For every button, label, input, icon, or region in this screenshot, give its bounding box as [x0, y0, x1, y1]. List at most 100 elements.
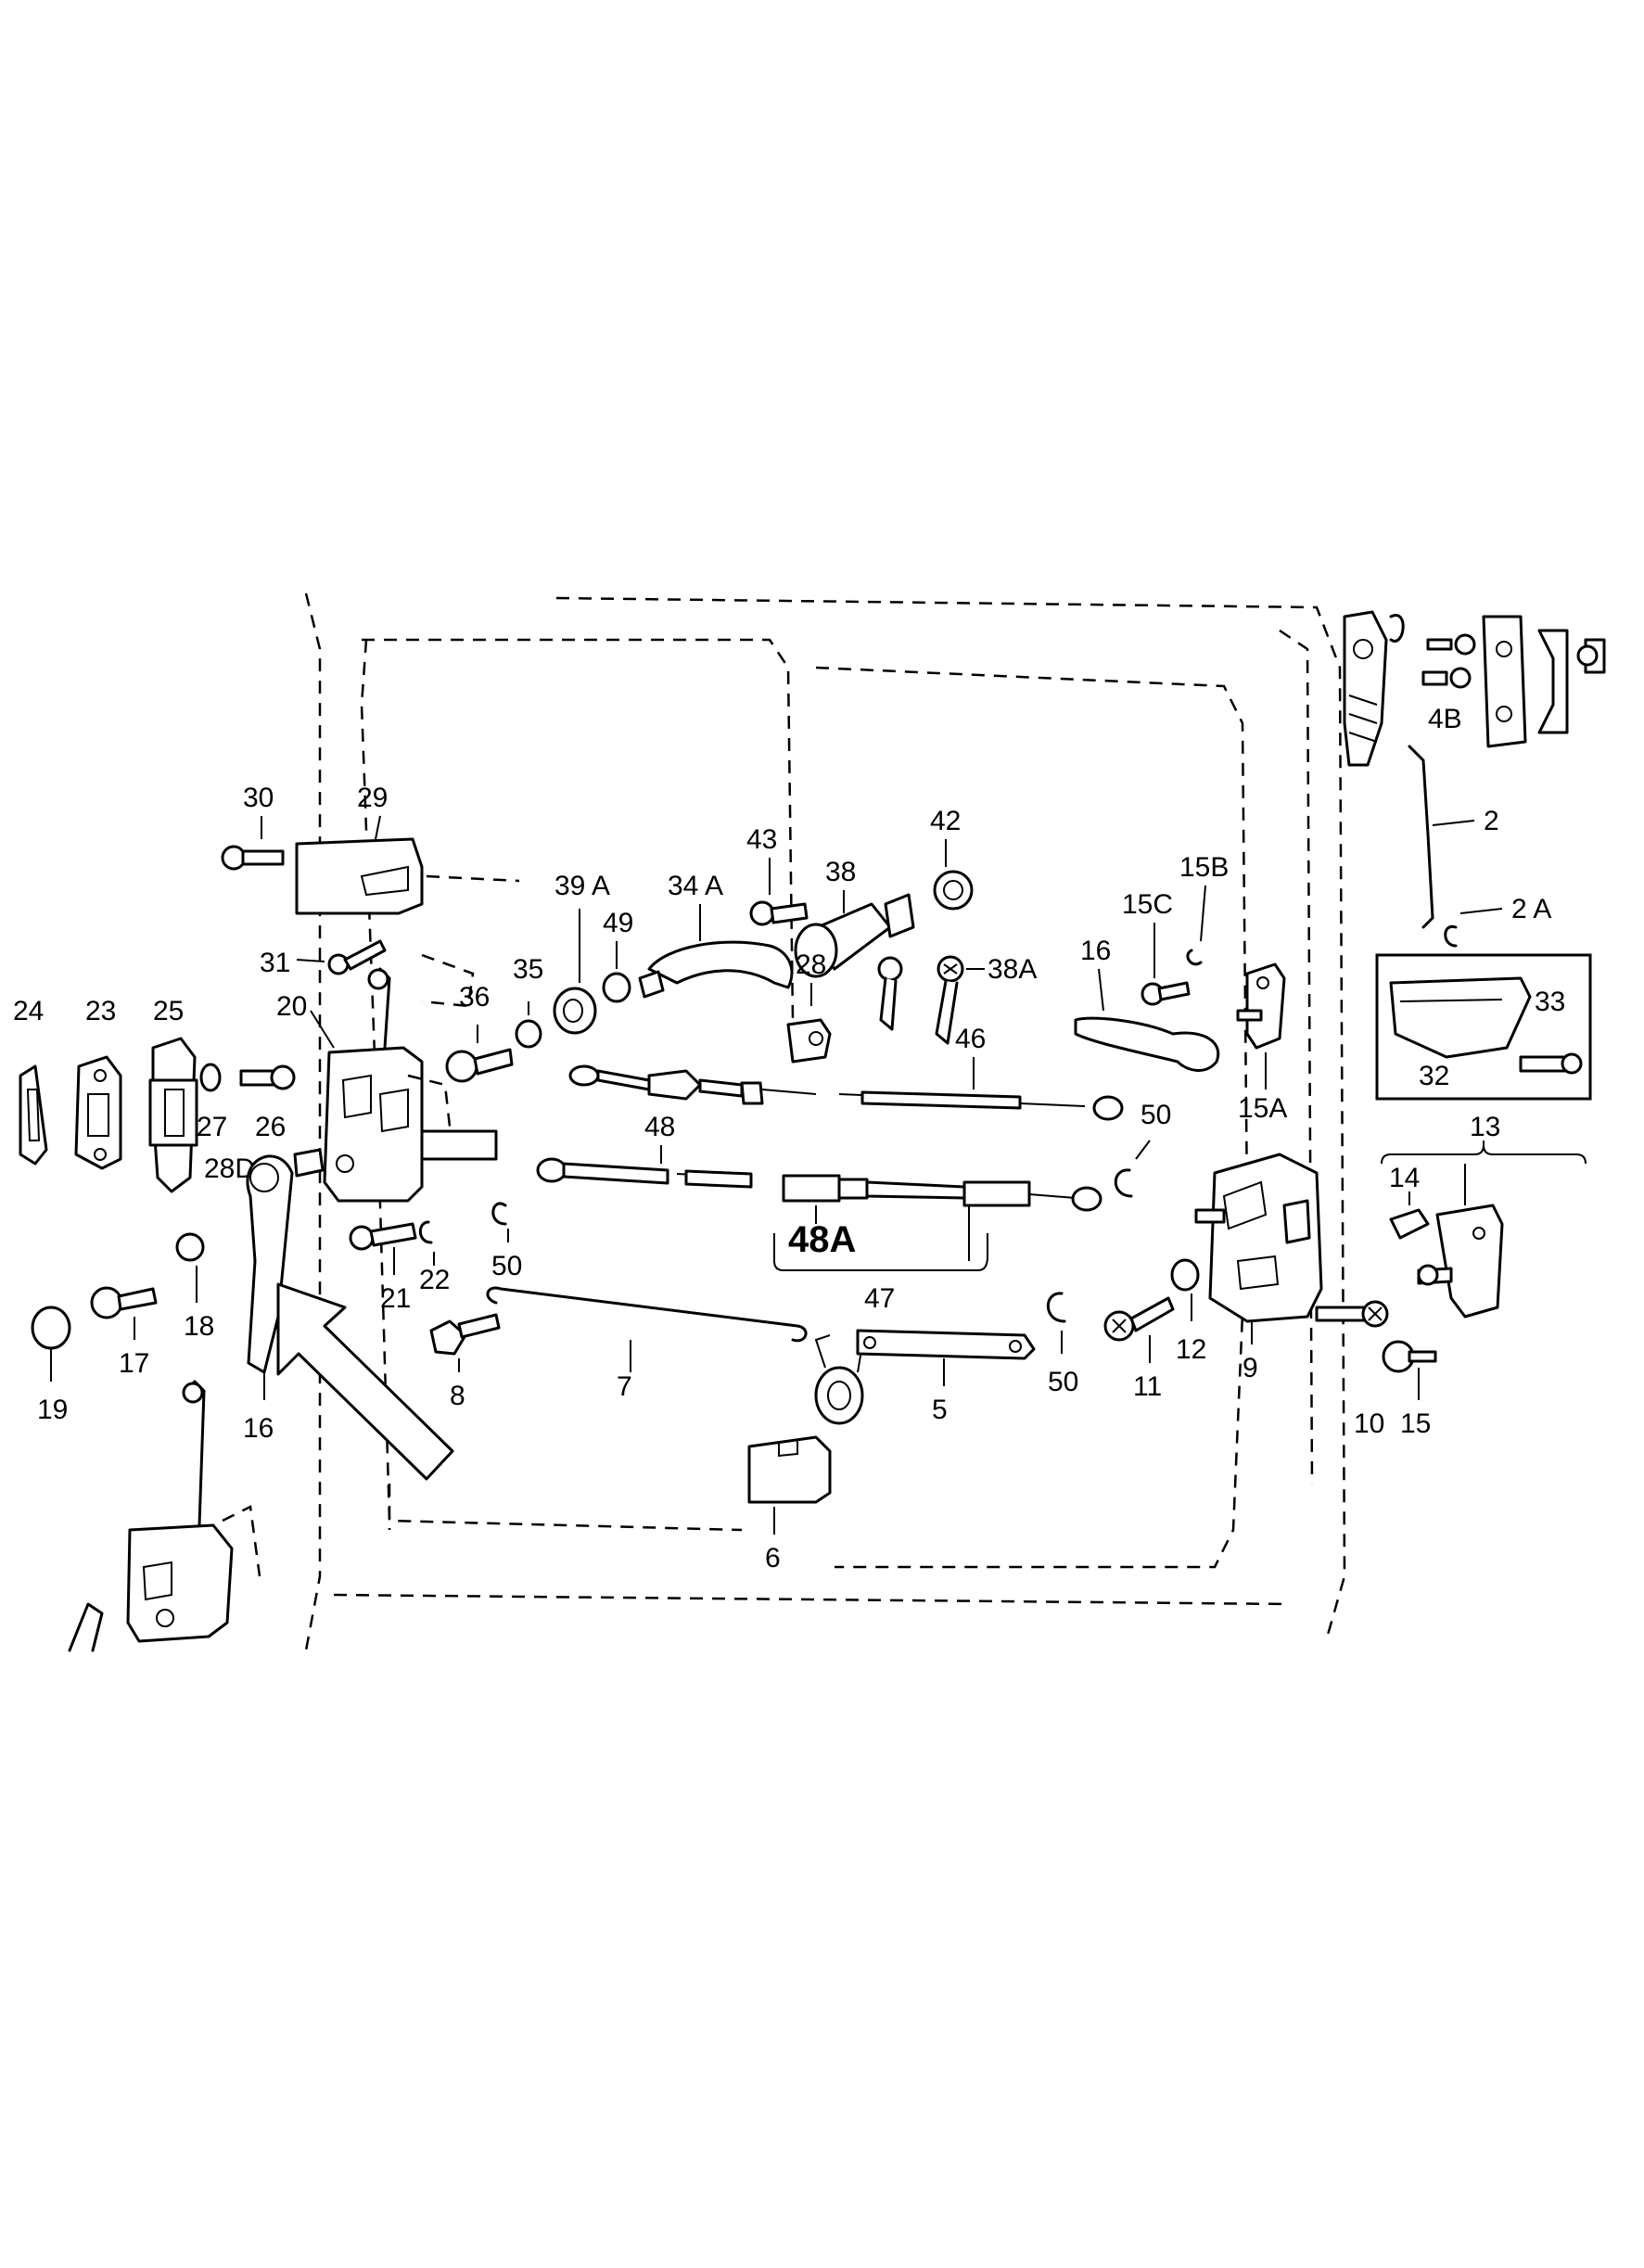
- bracket-29: [295, 815, 520, 1008]
- label-38A: 38A: [988, 954, 1037, 985]
- label-33: 33: [1535, 987, 1565, 1017]
- label-9: 9: [1243, 1353, 1258, 1383]
- label-47: 47: [864, 1283, 895, 1314]
- label-50-left: 50: [491, 1251, 522, 1281]
- label-8: 8: [450, 1381, 465, 1411]
- label-29: 29: [357, 783, 388, 813]
- label-48: 48: [644, 1112, 675, 1142]
- striker-24: [19, 1064, 48, 1166]
- label-26: 26: [255, 1112, 286, 1142]
- handle-16-right: [1074, 968, 1220, 1072]
- label-30: 30: [243, 783, 274, 813]
- screw-36: [445, 1025, 514, 1083]
- spring: [814, 1334, 864, 1425]
- label-35: 35: [513, 954, 543, 985]
- label-4B: 4B: [1428, 704, 1462, 734]
- catch-15A: [1236, 962, 1286, 1089]
- screw-8: [429, 1313, 501, 1372]
- label-17: 17: [119, 1348, 149, 1379]
- keys-38A: [877, 955, 985, 1045]
- cable-48: [536, 1145, 753, 1189]
- bracket-5: [856, 1329, 1036, 1386]
- label-32: 32: [1419, 1061, 1449, 1091]
- screw-26: [239, 1064, 296, 1090]
- handle-16-left: [246, 1154, 294, 1400]
- screw-31: [296, 939, 387, 975]
- box-32-33: [1375, 953, 1592, 1101]
- lock-9: [1194, 1153, 1323, 1344]
- label-12: 12: [1176, 1334, 1206, 1365]
- label-23: 23: [85, 996, 116, 1026]
- bolt-15: [1382, 1340, 1437, 1400]
- label-15A: 15A: [1238, 1093, 1287, 1124]
- label-42: 42: [930, 806, 961, 836]
- label-21: 21: [380, 1283, 411, 1314]
- screw-21: [349, 1222, 417, 1275]
- screw-17: [90, 1286, 158, 1340]
- label-39A: 39 A: [554, 871, 610, 901]
- lock-lower-left: [68, 1380, 261, 1652]
- washer-49: [602, 941, 631, 1003]
- block-28: [786, 983, 832, 1064]
- washer-35: [515, 1001, 542, 1049]
- knob-28D: [293, 1148, 325, 1178]
- label-10: 10: [1354, 1408, 1384, 1439]
- spring-15B: [1186, 885, 1206, 966]
- label-7: 7: [617, 1371, 632, 1402]
- block-6: [747, 1435, 832, 1535]
- label-16-left: 16: [243, 1413, 274, 1444]
- label-6: 6: [765, 1543, 781, 1574]
- screw-43: [749, 858, 809, 926]
- bush-39A: [553, 909, 597, 1035]
- label-49: 49: [603, 908, 633, 938]
- clip-50-mid: [1114, 1140, 1151, 1198]
- label-22: 22: [419, 1265, 450, 1295]
- clip-12: [1170, 1258, 1200, 1321]
- clip-22: [418, 1220, 435, 1266]
- group-13-14: [1381, 1140, 1587, 1319]
- hinge-assembly: [1343, 610, 1606, 767]
- label-15: 15: [1400, 1408, 1431, 1439]
- label-15B: 15B: [1179, 852, 1229, 883]
- screw-30: [221, 816, 285, 871]
- label-50-mid: 50: [1141, 1100, 1171, 1130]
- label-11: 11: [1133, 1371, 1162, 1402]
- label-15C: 15C: [1122, 889, 1173, 920]
- cap-19: [31, 1306, 71, 1382]
- clip-50-left: [491, 1202, 509, 1242]
- handle-34A: [638, 904, 794, 999]
- label-19: 19: [37, 1395, 68, 1425]
- label-27: 27: [197, 1112, 227, 1142]
- clip-50-low: [1046, 1292, 1066, 1354]
- label-16-right: 16: [1080, 936, 1111, 966]
- washer-18: [175, 1232, 205, 1303]
- label-31: 31: [260, 948, 290, 978]
- label-48A: 48A: [788, 1219, 856, 1260]
- label-25: 25: [153, 996, 184, 1026]
- screw-15C: [1141, 923, 1191, 1006]
- label-2: 2: [1484, 806, 1499, 836]
- screw-11: [1103, 1296, 1175, 1363]
- label-5: 5: [932, 1395, 948, 1425]
- label-20: 20: [276, 991, 307, 1022]
- label-28: 28: [796, 949, 826, 980]
- label-50-low: 50: [1048, 1367, 1078, 1397]
- label-38: 38: [825, 857, 856, 887]
- cylinder-38: [794, 890, 915, 978]
- label-43: 43: [746, 824, 777, 855]
- cable-46: [568, 1057, 1124, 1121]
- washer-27: [199, 1063, 222, 1092]
- label-24: 24: [13, 996, 44, 1026]
- screw-10: [1315, 1300, 1389, 1328]
- plate-23: [74, 1055, 122, 1170]
- rod-7: [486, 1286, 808, 1372]
- rod-2: [1408, 745, 1503, 948]
- label-14: 14: [1389, 1163, 1420, 1193]
- label-46: 46: [955, 1024, 986, 1054]
- pointer-arrow: [276, 1282, 454, 1481]
- washer-42: [933, 839, 974, 911]
- lock-20: [310, 967, 498, 1203]
- label-36: 36: [459, 982, 490, 1013]
- label-2A: 2 A: [1511, 894, 1551, 924]
